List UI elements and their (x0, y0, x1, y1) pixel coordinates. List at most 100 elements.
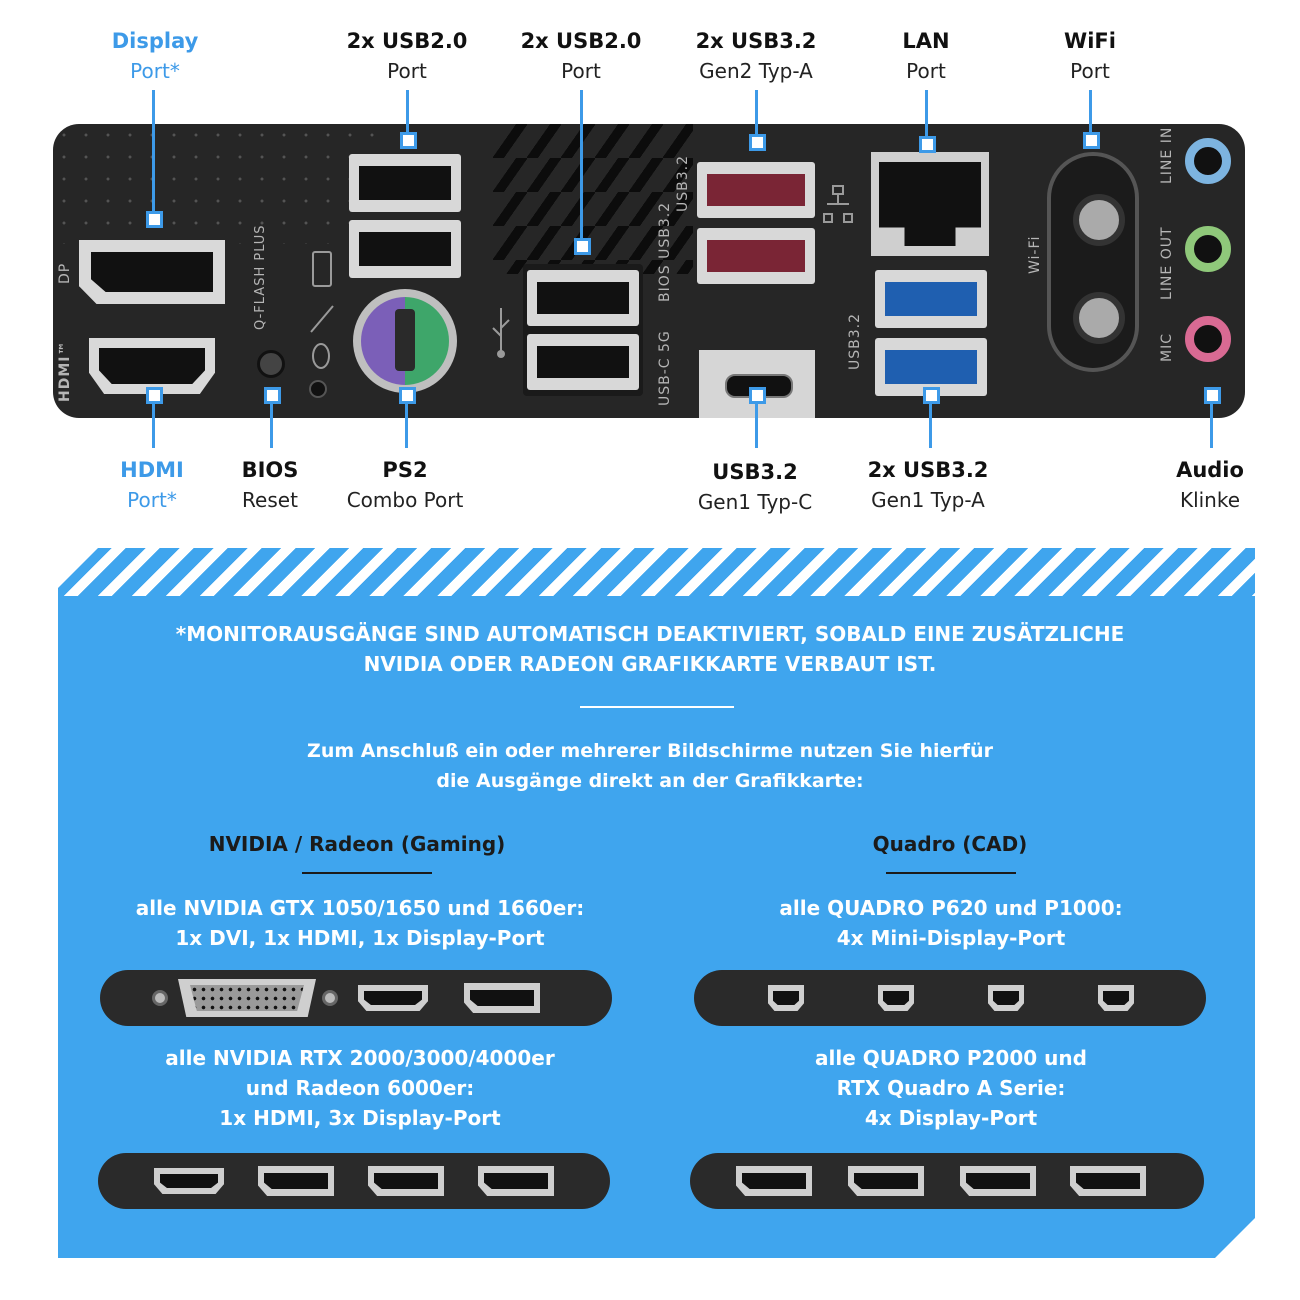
panel-vent (493, 124, 693, 274)
label-regular: Port (906, 59, 946, 83)
marker-bios (264, 387, 281, 404)
silk-dp: DP (57, 262, 73, 284)
gpu-displayport (464, 983, 540, 1013)
io-panel: DP HDMI™ Q-FLASH PLUS USB3.2 BIOS USB3.2… (53, 124, 1245, 418)
usb-symbol-icon (492, 308, 510, 358)
col-left-underline (302, 872, 432, 874)
silk-qflash: Q-FLASH PLUS (253, 224, 268, 330)
label-bold: WiFi (1064, 29, 1116, 53)
mini-displayport-2 (878, 985, 914, 1011)
left-a-line-1: alle NVIDIA GTX 1050/1650 und 1660er: (135, 896, 585, 920)
mouse-keyboard-icon (310, 251, 334, 369)
gpu-displayport-3 (960, 1166, 1036, 1196)
silk-usb32-blue: USB3.2 (847, 312, 863, 370)
label-usb32-gen2: 2x USB3.2 Gen2 Typ-A (696, 26, 817, 86)
notice-line-1: *MONITORAUSGÄNGE SIND AUTOMATISCH DEAKTI… (175, 622, 1125, 646)
usb32-gen2-port-1 (697, 162, 815, 218)
label-bios-reset: BIOS Reset (242, 455, 299, 515)
label-bold: HDMI (120, 458, 184, 482)
usb32-gen1-port-1 (875, 270, 987, 328)
network-icon (823, 185, 853, 223)
usb32-gen2-port-2 (697, 228, 815, 284)
label-regular: Reset (242, 488, 298, 512)
gpu-displayport-2 (368, 1166, 444, 1196)
silk-bios-usb: BIOS USB3.2 (657, 201, 673, 302)
leader-usb32-gen2 (755, 90, 758, 138)
corner-cut-top-left (58, 548, 98, 588)
right-b-line-1: alle QUADRO P2000 und (815, 1046, 1087, 1070)
gpu-ports-quadro-p2000 (690, 1153, 1204, 1209)
bios-reset-button (257, 350, 285, 378)
leader-usb20-b (580, 90, 583, 242)
usb20-port-1 (349, 154, 461, 212)
label-bold: 2x USB2.0 (520, 29, 642, 53)
label-regular: Gen1 Typ-A (871, 488, 985, 512)
label-regular: Gen2 Typ-A (699, 59, 813, 83)
label-regular: Port (1070, 59, 1110, 83)
usb20-port-3 (527, 270, 639, 326)
ps2-combo-port (353, 289, 457, 393)
label-bold: 2x USB3.2 (867, 458, 989, 482)
wifi-antenna-connectors (1047, 152, 1139, 372)
label-bold: LAN (902, 29, 950, 53)
hdmi-connector (89, 338, 215, 394)
left-a-line-2: 1x DVI, 1x HDMI, 1x Display-Port (175, 926, 545, 950)
label-bold: USB3.2 (712, 460, 798, 484)
line-in-jack (1185, 138, 1231, 184)
label-regular: Port (387, 59, 427, 83)
col-right-title: Quadro (CAD) (872, 832, 1028, 856)
gpu-ports-quadro-p620 (694, 970, 1206, 1026)
gpu-displayport-1 (736, 1166, 812, 1196)
line-out-jack (1185, 226, 1231, 272)
notice-line-2: NVIDIA ODER RADEON GRAFIKKARTE VERBAUT I… (363, 652, 937, 676)
displayport-connector (79, 240, 225, 304)
marker-wifi (1083, 132, 1100, 149)
info-box: *MONITORAUSGÄNGE SIND AUTOMATISCH DEAKTI… (58, 548, 1255, 1258)
right-b-line-3: 4x Display-Port (864, 1106, 1038, 1130)
usb20-stack-2 (523, 264, 643, 396)
marker-hdmi (146, 387, 163, 404)
col-right-underline (886, 872, 1016, 874)
silk-mic: MIC (1159, 333, 1175, 362)
marker-displayport (146, 211, 163, 228)
leader-usb20-a (406, 90, 409, 136)
label-lan: LAN Port (902, 26, 949, 86)
gpu-ports-rtx (98, 1153, 610, 1209)
marker-audio (1204, 387, 1221, 404)
label-wifi: WiFi Port (1064, 26, 1116, 86)
label-usb20-b: 2x USB2.0 Port (521, 26, 642, 86)
hazard-stripes (58, 548, 1255, 596)
divider (580, 706, 734, 708)
right-b-line-2: RTX Quadro A Serie: (836, 1076, 1066, 1100)
label-bold: 2x USB3.2 (695, 29, 817, 53)
lan-port (871, 152, 989, 256)
usb20-port-2 (349, 220, 461, 278)
left-b-line-1: alle NVIDIA RTX 2000/3000/4000er (165, 1046, 555, 1070)
silk-usbc: USB-C 5G (657, 330, 673, 406)
label-regular: Port* (130, 59, 180, 83)
gpu-ports-gtx (100, 970, 612, 1026)
marker-usb20-a (400, 132, 417, 149)
label-bold: PS2 (382, 458, 428, 482)
panel-dot-pattern (53, 124, 383, 244)
usb20-port-4 (527, 334, 639, 390)
col-left-title: NVIDIA / Radeon (Gaming) (208, 832, 506, 856)
leader-usb32-gen1 (929, 396, 932, 448)
silk-line-out: LINE OUT (1159, 226, 1175, 300)
qflash-led (309, 380, 327, 398)
leader-usbc (755, 396, 758, 448)
left-b-line-3: 1x HDMI, 3x Display-Port (219, 1106, 501, 1130)
silk-usb32-top: USB3.2 (675, 154, 691, 212)
dvi-screw-left (152, 990, 168, 1006)
corner-cut-bottom-right (1215, 1218, 1255, 1258)
gpu-displayport-4 (1070, 1166, 1146, 1196)
label-regular: Klinke (1179, 488, 1241, 512)
left-b-line-2: und Radeon 6000er: (245, 1076, 475, 1100)
label-regular: Port* (127, 488, 177, 512)
usb32-gen1-port-2 (875, 338, 987, 396)
marker-ps2 (399, 387, 416, 404)
marker-usb32-gen1 (923, 387, 940, 404)
gpu-displayport-1 (258, 1166, 334, 1196)
label-regular: Combo Port (346, 488, 464, 512)
silk-hdmi: HDMI™ (57, 340, 73, 402)
